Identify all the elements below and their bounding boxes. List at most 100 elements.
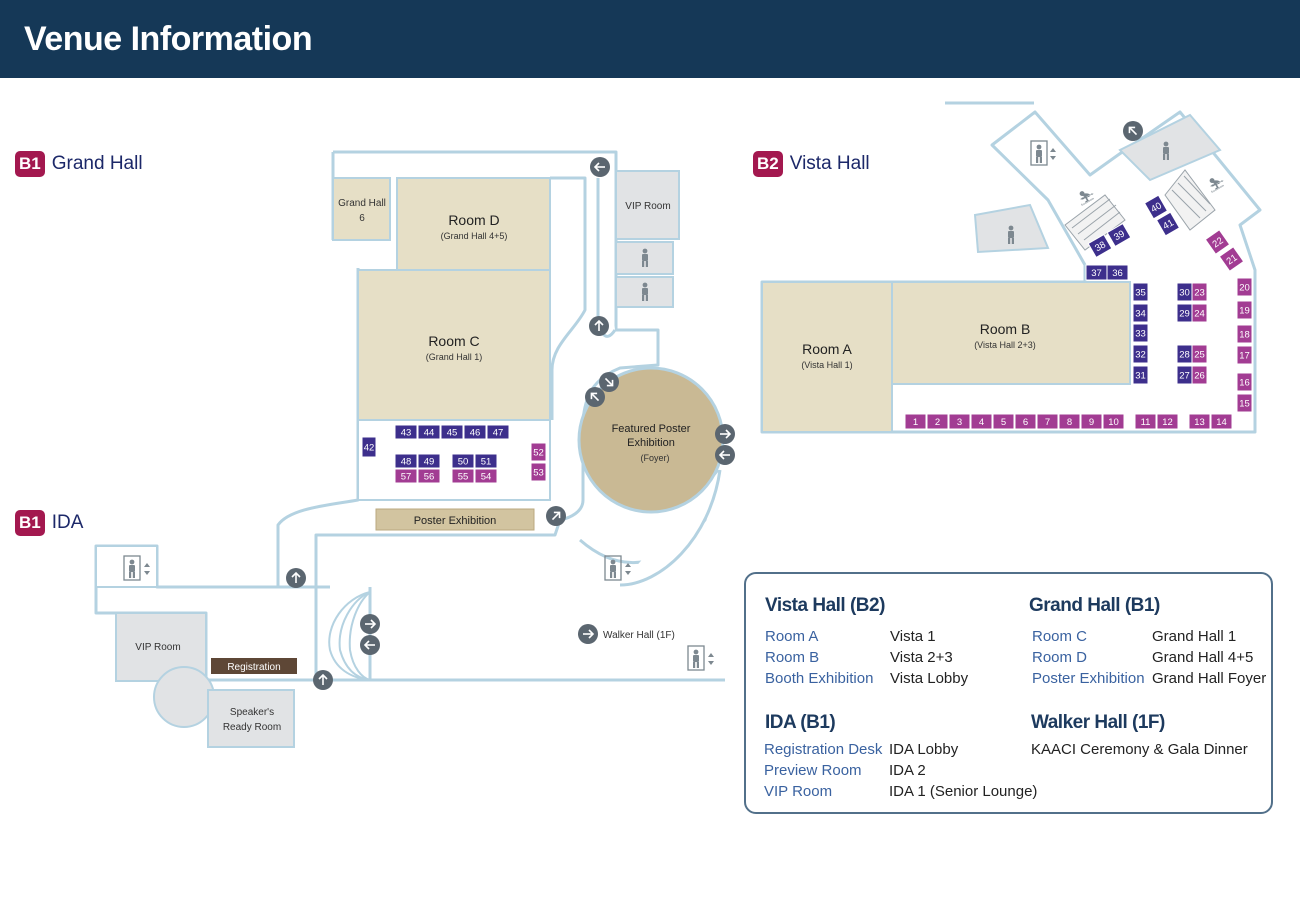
legend-value: Grand Hall 4+5 (1152, 649, 1254, 666)
page-title: Venue Information (24, 20, 313, 58)
vista-restroom-right (1118, 113, 1222, 182)
arrow-icon (589, 156, 611, 178)
room-b (891, 281, 1131, 385)
legend-key: VIP Room (764, 783, 833, 800)
registration-desk (211, 658, 297, 674)
svg-text:40: 40 (1149, 200, 1164, 215)
booth-22: 22 (1204, 229, 1231, 255)
booth-20: 20 (1236, 277, 1253, 297)
booth-49: 49 (417, 453, 441, 469)
svg-text:36: 36 (1112, 268, 1123, 279)
legend-key: Preview Room (764, 762, 862, 779)
booth-31: 31 (1132, 365, 1149, 385)
legend-value: KAACI Ceremony & Gala Dinner (1031, 741, 1248, 758)
booth-50: 50 (451, 453, 475, 469)
svg-text:45: 45 (447, 428, 458, 439)
legend-vista-title: Vista Hall (B2) (765, 595, 885, 616)
floor-label-ida: B1 IDA (15, 510, 83, 536)
svg-text:27: 27 (1179, 371, 1190, 382)
svg-text:34: 34 (1135, 309, 1146, 320)
floor-badge: B1 (15, 151, 45, 177)
svg-text:50: 50 (458, 457, 469, 468)
svg-text:28: 28 (1179, 350, 1190, 361)
booth-11: 11 (1134, 413, 1157, 430)
booth-55: 55 (451, 468, 475, 484)
floor-name: Vista Hall (789, 153, 870, 174)
booth-3: 3 (948, 413, 971, 430)
booth-41: 41 (1155, 211, 1181, 237)
svg-text:35: 35 (1135, 288, 1146, 299)
room-grand-hall-6-label: Grand Hall (338, 198, 386, 209)
arrow-icon (588, 315, 610, 337)
svg-text:16: 16 (1239, 378, 1250, 389)
elevator-icon (604, 555, 631, 581)
booth-18: 18 (1236, 324, 1253, 344)
room-c-label: Room C (428, 333, 479, 349)
svg-text:51: 51 (481, 457, 492, 468)
booth-1: 1 (904, 413, 927, 430)
legend-value: Vista 1 (890, 628, 936, 645)
restroom-women (615, 241, 674, 275)
floor-label-grand-hall: B1 Grand Hall (15, 151, 143, 177)
page-header: Venue Information (0, 0, 1300, 78)
svg-text:12: 12 (1162, 417, 1173, 428)
booth-24: 24 (1191, 303, 1208, 323)
svg-text:2: 2 (935, 417, 940, 428)
booth-13: 13 (1188, 413, 1211, 430)
booth-38: 38 (1087, 233, 1113, 259)
svg-text:57: 57 (401, 472, 412, 483)
booth-48: 48 (394, 453, 418, 469)
room-d-sub: (Grand Hall 4+5) (441, 231, 508, 241)
svg-text:47: 47 (493, 428, 504, 439)
svg-text:19: 19 (1239, 306, 1250, 317)
legend-walker-title: Walker Hall (1F) (1031, 712, 1165, 733)
floor-badge: B1 (15, 510, 45, 536)
floor-label-vista-hall: B2 Vista Hall (753, 151, 870, 177)
booth-23: 23 (1191, 282, 1208, 302)
arrow-icon (577, 623, 599, 645)
svg-text:8: 8 (1067, 417, 1072, 428)
booth-39: 39 (1106, 222, 1132, 248)
legend-key: Room D (1032, 649, 1088, 666)
room-grand-hall-6-number: 6 (359, 213, 365, 224)
booth-53: 53 (530, 462, 547, 482)
svg-text:⛷: ⛷ (1078, 190, 1096, 206)
svg-text:30: 30 (1179, 288, 1190, 299)
arrow-icon (285, 567, 307, 589)
booth-35: 35 (1132, 282, 1149, 302)
booth-56: 56 (417, 468, 441, 484)
svg-text:11: 11 (1141, 417, 1151, 428)
svg-text:53: 53 (533, 468, 544, 479)
booth-9: 9 (1080, 413, 1103, 430)
svg-text:25: 25 (1194, 350, 1205, 361)
booth-40: 40 (1143, 194, 1169, 220)
booth-12: 12 (1156, 413, 1179, 430)
svg-text:3: 3 (957, 417, 962, 428)
svg-text:52: 52 (533, 448, 544, 459)
svg-text:21: 21 (1225, 252, 1240, 267)
booth-52: 52 (530, 442, 547, 462)
arrow-icon (312, 669, 334, 691)
svg-text:24: 24 (1194, 309, 1205, 320)
svg-text:37: 37 (1091, 268, 1102, 279)
legend-key: Poster Exhibition (1032, 670, 1145, 687)
svg-text:54: 54 (481, 472, 492, 483)
booth-45: 45 (440, 424, 464, 440)
floor-name: IDA (51, 512, 84, 533)
booth-25: 25 (1191, 344, 1208, 364)
booth-44: 44 (417, 424, 441, 440)
booth-21: 21 (1218, 246, 1245, 272)
vip-room-grand-hall (615, 170, 680, 240)
ida-round-room (153, 666, 215, 728)
poster-exhibition-bar (375, 508, 535, 531)
room-c (357, 269, 551, 421)
svg-text:20: 20 (1239, 283, 1250, 294)
arrow-icon (714, 444, 736, 466)
svg-text:9: 9 (1089, 417, 1094, 428)
speakers-ready-room-line2: Ready Room (223, 722, 281, 733)
legend-value: Grand Hall 1 (1152, 628, 1237, 645)
booth-34: 34 (1132, 303, 1149, 323)
svg-text:39: 39 (1112, 228, 1127, 243)
booth-6: 6 (1014, 413, 1037, 430)
arrow-icon (359, 634, 381, 656)
